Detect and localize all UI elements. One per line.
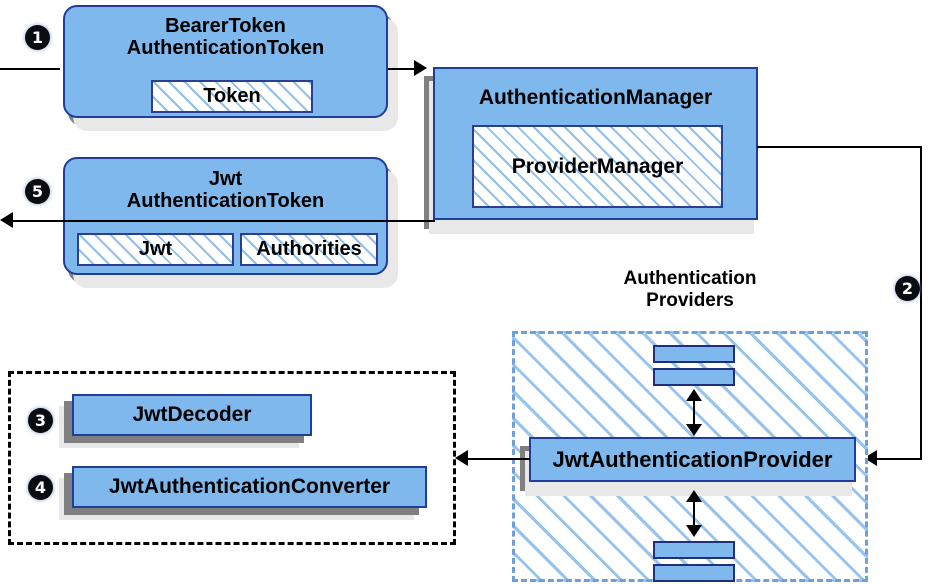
provider-link-top-line xyxy=(693,394,695,426)
step-badge-2: 2 xyxy=(895,276,920,301)
chip-authorities: Authorities xyxy=(240,233,378,266)
node-authentication-manager[interactable]: AuthenticationManager ProviderManager xyxy=(433,67,758,220)
provider-link-bottom-arrow-up xyxy=(686,490,702,502)
provider-stub-1 xyxy=(653,345,735,363)
node-jwt-decoder[interactable]: JwtDecoder xyxy=(72,394,312,436)
node-jwt-authentication-converter[interactable]: JwtAuthenticationConverter xyxy=(72,466,427,508)
chip-token: Token xyxy=(151,80,313,113)
jwt-auth-token-title-line2: AuthenticationToken xyxy=(126,190,325,213)
authentication-manager-title: AuthenticationManager xyxy=(478,86,713,109)
bearer-to-manager-line xyxy=(388,68,418,70)
bearer-token-title: BearerToken AuthenticationToken xyxy=(65,15,386,60)
authentication-providers-label-line2: Providers xyxy=(646,289,734,311)
jwt-auth-token-title: Jwt AuthenticationToken xyxy=(65,168,386,213)
bearer-token-title-line1: BearerToken xyxy=(165,15,286,37)
manager-to-jwt-token-arrowhead xyxy=(0,212,13,228)
provider-to-tools-arrowhead xyxy=(455,450,468,466)
jwt-tools-region xyxy=(8,371,456,545)
manager-to-provider-line-vertical xyxy=(920,146,922,460)
provider-stub-3 xyxy=(653,541,735,559)
provider-link-top-arrow-down xyxy=(686,424,702,436)
manager-to-jwt-token-return-line xyxy=(10,220,435,222)
node-jwt-authentication-provider[interactable]: JwtAuthenticationProvider xyxy=(529,437,856,482)
provider-link-bottom-line xyxy=(693,495,695,527)
node-jwt-authentication-token[interactable]: Jwt AuthenticationToken Jwt Authorities xyxy=(63,157,388,275)
step-badge-1: 1 xyxy=(25,25,50,50)
manager-to-provider-line-bottom xyxy=(876,458,922,460)
step-badge-5: 5 xyxy=(25,179,50,204)
incoming-request-line xyxy=(0,68,60,70)
node-bearer-token-authentication-token[interactable]: BearerToken AuthenticationToken Token xyxy=(63,5,388,118)
manager-to-provider-line-top xyxy=(757,146,922,148)
provider-link-bottom-arrow-down xyxy=(686,525,702,537)
bearer-token-title-line2: AuthenticationToken xyxy=(126,37,325,60)
provider-link-top-arrow-up xyxy=(686,389,702,401)
provider-to-tools-line xyxy=(466,458,530,460)
jwt-auth-token-title-line1: Jwt xyxy=(208,168,243,190)
authentication-providers-label: Authentication Providers xyxy=(560,268,820,312)
step-badge-3: 3 xyxy=(28,408,53,433)
step-badge-4: 4 xyxy=(28,475,53,500)
authentication-providers-label-line1: Authentication xyxy=(623,268,757,289)
provider-stub-4 xyxy=(653,564,735,582)
provider-stub-2 xyxy=(653,368,735,386)
bearer-to-manager-arrowhead xyxy=(414,60,427,76)
chip-provider-manager: ProviderManager xyxy=(472,125,723,208)
chip-jwt: Jwt xyxy=(77,233,234,266)
